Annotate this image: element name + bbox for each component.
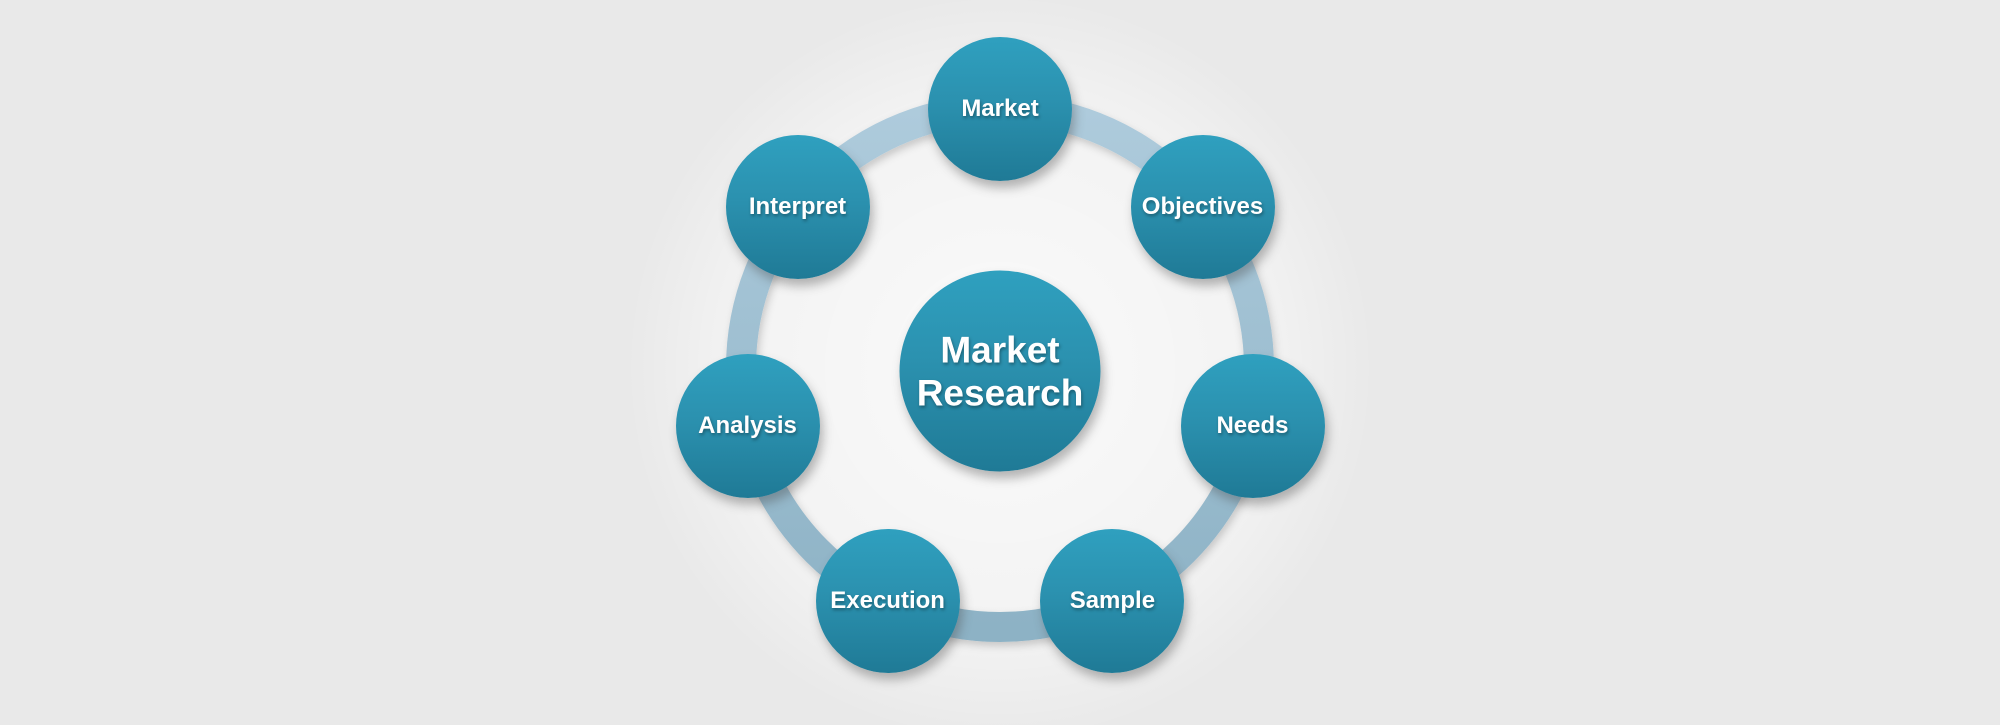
center-label-line2: Research: [916, 372, 1084, 413]
center-label-line1: Market: [940, 329, 1060, 370]
center-node-label: Market Research: [917, 328, 1084, 414]
node-objectives: Objectives: [1130, 134, 1275, 279]
node-needs: Needs: [1180, 353, 1325, 498]
node-label: Sample: [1069, 587, 1156, 615]
node-label: Execution: [830, 587, 945, 615]
node-label: Objectives: [1141, 192, 1264, 220]
node-label: Analysis: [698, 411, 797, 439]
node-sample: Sample: [1040, 529, 1185, 674]
center-node-market-research: Market Research: [899, 270, 1101, 472]
node-label: Needs: [1216, 411, 1289, 439]
node-label: Market: [961, 95, 1039, 122]
node-label: Interpret: [748, 192, 847, 220]
node-interpret: Interpret: [725, 134, 870, 279]
node-execution: Execution: [815, 529, 960, 674]
node-market: Market: [928, 37, 1072, 181]
node-analysis: Analysis: [675, 353, 820, 498]
